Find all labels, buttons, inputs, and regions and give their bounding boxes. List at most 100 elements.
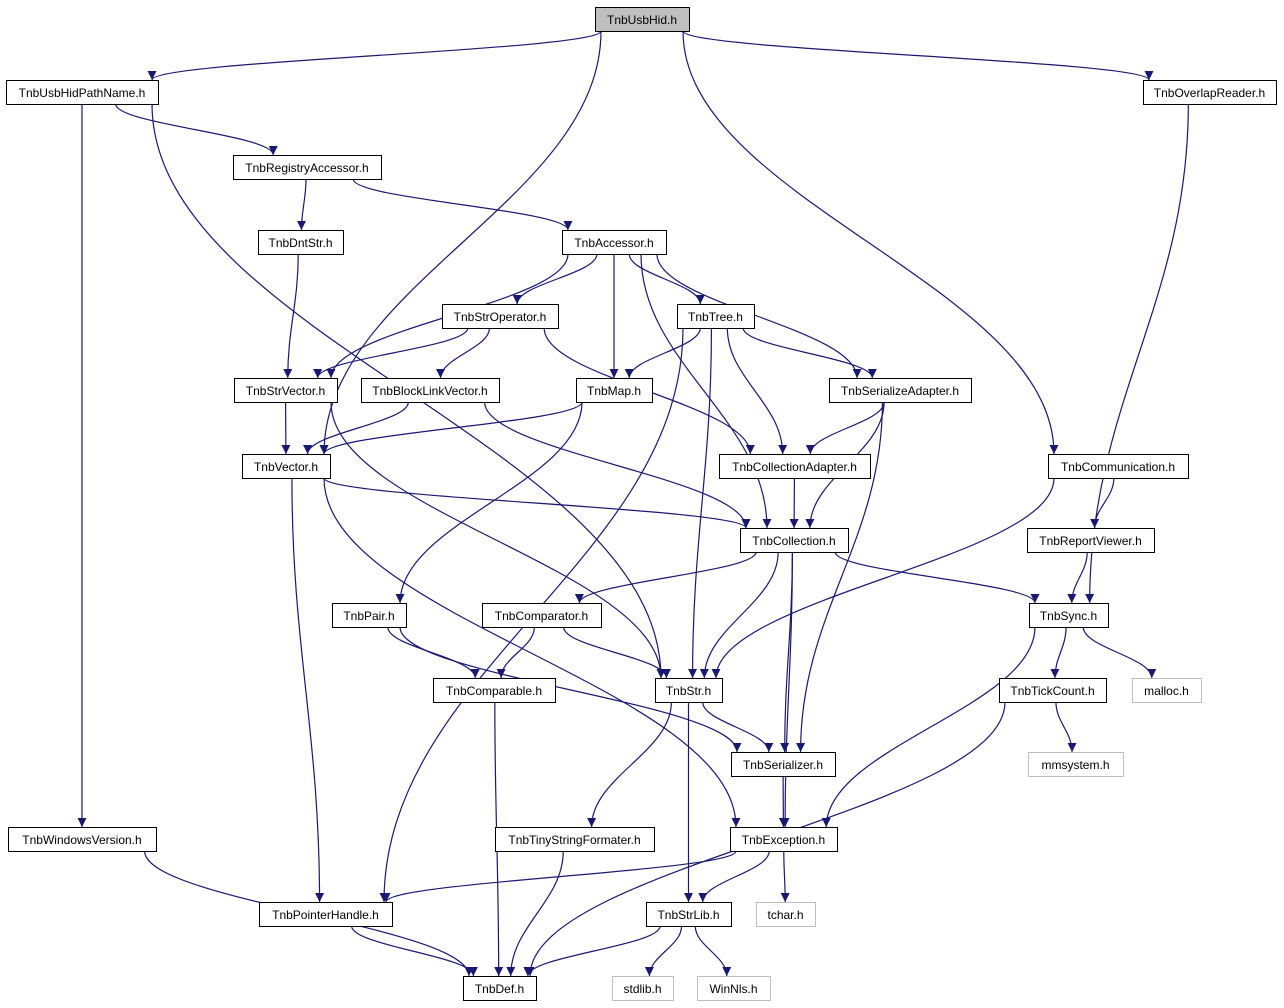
- node-comparable[interactable]: TnbComparable.h: [433, 678, 556, 703]
- node-box-def: [463, 976, 537, 1001]
- edge-sync-to-malloc: [1082, 626, 1157, 679]
- node-label-tchar: tchar.h: [767, 908, 803, 922]
- node-label-dntstr: TnbDntStr.h: [268, 236, 332, 250]
- edge-tree-to-map: [624, 327, 701, 379]
- node-label-collection: TnbCollection.h: [752, 534, 835, 548]
- node-exception[interactable]: TnbException.h: [730, 827, 838, 852]
- node-label-comparator: TnbComparator.h: [495, 609, 588, 623]
- edge-exception-to-pointerhandle: [381, 850, 737, 903]
- edge-strlib-to-def: [523, 925, 661, 977]
- node-tinystring[interactable]: TnbTinyStringFormater.h: [495, 827, 655, 852]
- edge-accessor-to-collection: [640, 253, 772, 529]
- node-sync[interactable]: TnbSync.h: [1029, 603, 1109, 628]
- node-strlib[interactable]: TnbStrLib.h: [646, 902, 732, 927]
- node-label-tree: TnbTree.h: [688, 310, 743, 324]
- node-box-blocklink: [361, 378, 500, 403]
- edge-tickcount-to-mmsystem: [1055, 701, 1077, 753]
- node-serializeadapter[interactable]: TnbSerializeAdapter.h: [829, 378, 972, 403]
- edge-usbhid-to-communication: [682, 30, 1059, 455]
- node-box-comparable: [433, 678, 556, 703]
- node-box-mmsystem: [1028, 752, 1124, 777]
- edge-usbhid-to-vector: [319, 30, 602, 455]
- node-box-vector: [242, 454, 331, 479]
- edge-serializeadapter-to-collectionadapter: [805, 401, 885, 455]
- node-label-usbhid: TnbUsbHid.h: [607, 13, 677, 27]
- node-def[interactable]: TnbDef.h: [463, 976, 537, 1001]
- edge-strlib-to-winnls: [694, 925, 732, 977]
- node-tchar: tchar.h: [756, 902, 816, 927]
- node-collectionadapter[interactable]: TnbCollectionAdapter.h: [719, 454, 871, 479]
- node-tickcount[interactable]: TnbTickCount.h: [999, 678, 1107, 703]
- node-box-winnls: [697, 976, 771, 1001]
- edge-communication-to-str: [711, 477, 1055, 679]
- edge-exception-to-tchar: [780, 850, 790, 903]
- node-communication[interactable]: TnbCommunication.h: [1048, 454, 1189, 479]
- edge-collection-to-serializer: [780, 551, 793, 753]
- node-pair[interactable]: TnbPair.h: [332, 603, 407, 628]
- node-label-usbhidpath: TnbUsbHidPathName.h: [19, 86, 146, 100]
- edge-blocklink-to-vector: [303, 401, 409, 455]
- node-box-pair: [332, 603, 407, 628]
- edge-tree-to-serializeadapter: [742, 327, 877, 379]
- node-comparator[interactable]: TnbComparator.h: [482, 603, 602, 628]
- node-vector[interactable]: TnbVector.h: [242, 454, 331, 479]
- edge-accessor-to-tree: [628, 253, 705, 305]
- edge-vector-to-exception: [323, 477, 741, 828]
- edge-blocklink-to-collection: [484, 401, 751, 529]
- edge-reportviewer-to-sync: [1067, 551, 1088, 604]
- node-blocklink[interactable]: TnbBlockLinkVector.h: [361, 378, 500, 403]
- node-label-collectionadapter: TnbCollectionAdapter.h: [732, 460, 857, 474]
- node-registry[interactable]: TnbRegistryAccessor.h: [233, 155, 382, 180]
- node-serializer[interactable]: TnbSerializer.h: [731, 752, 836, 777]
- edge-accessor-to-stroperator: [512, 253, 598, 305]
- node-box-accessor: [562, 230, 667, 255]
- node-box-exception: [730, 827, 838, 852]
- node-box-dntstr: [258, 230, 344, 255]
- edge-collection-to-comparator: [574, 551, 757, 604]
- node-label-overlap: TnbOverlapReader.h: [1154, 86, 1265, 100]
- node-tree[interactable]: TnbTree.h: [677, 304, 755, 329]
- node-windowsversion[interactable]: TnbWindowsVersion.h: [8, 827, 157, 852]
- node-strvector[interactable]: TnbStrVector.h: [234, 378, 338, 403]
- node-usbhid[interactable]: TnbUsbHid.h: [595, 7, 690, 32]
- node-box-comparator: [482, 603, 602, 628]
- edge-comparator-to-comparable: [496, 626, 535, 679]
- node-label-reportviewer: TnbReportViewer.h: [1039, 534, 1142, 548]
- node-box-stroperator: [442, 304, 559, 329]
- node-stdlib: stdlib.h: [612, 976, 674, 1001]
- edge-usbhid-to-usbhidpath: [147, 30, 602, 81]
- node-box-tinystring: [495, 827, 655, 852]
- node-label-communication: TnbCommunication.h: [1061, 460, 1175, 474]
- node-box-reportviewer: [1027, 528, 1155, 553]
- edge-usbhidpath-to-registry: [115, 103, 278, 156]
- node-label-sync: TnbSync.h: [1040, 609, 1097, 623]
- edge-serializeadapter-to-serializer: [796, 401, 884, 753]
- node-str[interactable]: TnbStr.h: [655, 678, 723, 703]
- node-label-map: TnbMap.h: [587, 384, 641, 398]
- node-accessor[interactable]: TnbAccessor.h: [562, 230, 667, 255]
- node-dntstr[interactable]: TnbDntStr.h: [258, 230, 344, 255]
- node-box-strlib: [646, 902, 732, 927]
- node-overlap[interactable]: TnbOverlapReader.h: [1143, 80, 1277, 105]
- node-box-tchar: [756, 902, 816, 927]
- node-usbhidpath[interactable]: TnbUsbHidPathName.h: [6, 80, 159, 105]
- node-box-tree: [677, 304, 755, 329]
- edge-collection-to-sync: [834, 551, 1040, 604]
- edge-str-to-serializer: [702, 701, 774, 753]
- node-label-serializer: TnbSerializer.h: [743, 758, 823, 772]
- node-stroperator[interactable]: TnbStrOperator.h: [442, 304, 559, 329]
- node-pointerhandle[interactable]: TnbPointerHandle.h: [259, 902, 393, 927]
- node-collection[interactable]: TnbCollection.h: [740, 528, 849, 553]
- edge-exception-to-strlib: [698, 850, 770, 903]
- node-reportviewer[interactable]: TnbReportViewer.h: [1027, 528, 1155, 553]
- edge-stroperator-to-blocklink: [436, 327, 491, 379]
- edge-comparator-to-str: [562, 626, 671, 679]
- node-label-strlib: TnbStrLib.h: [657, 908, 719, 922]
- node-box-map: [576, 378, 653, 403]
- node-box-pointerhandle: [259, 902, 393, 927]
- edge-vector-to-pointerhandle: [291, 477, 325, 903]
- edge-map-to-vector: [319, 401, 583, 455]
- node-map[interactable]: TnbMap.h: [576, 378, 653, 403]
- node-label-stdlib: stdlib.h: [623, 982, 661, 996]
